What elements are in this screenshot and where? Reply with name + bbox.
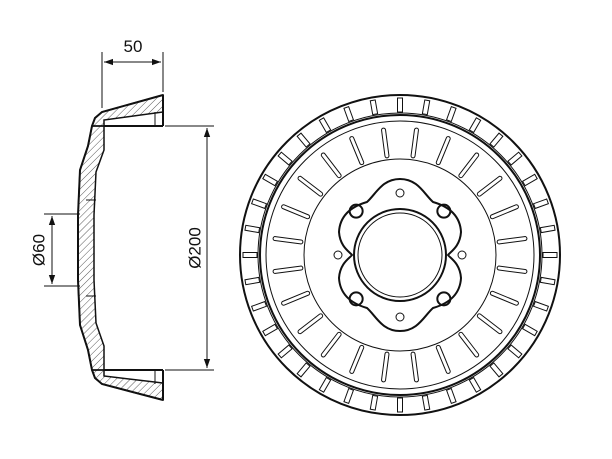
outer-slot <box>397 397 403 413</box>
cooling-fin <box>496 265 528 274</box>
cooling-fin <box>272 265 304 274</box>
outer-slot <box>242 252 258 258</box>
outer-slot <box>489 362 504 378</box>
cooling-fin <box>458 152 480 179</box>
locator-holes <box>333 188 467 322</box>
cooling-fin <box>281 290 311 306</box>
bolt-hole <box>436 203 452 219</box>
outer-slot <box>521 323 538 337</box>
bolt-hole <box>348 203 364 219</box>
outer-slot <box>445 387 457 405</box>
drum-inner-rim-circle <box>259 114 541 396</box>
outer-dimension-label: Ø200 <box>185 227 204 269</box>
outer-slot <box>542 252 558 258</box>
locator-hole <box>333 250 343 260</box>
cooling-fin <box>435 136 451 166</box>
outer-slot <box>539 224 556 234</box>
cooling-fin <box>476 313 503 335</box>
center-bore-chamfer <box>357 212 443 298</box>
cooling-fin <box>496 236 528 245</box>
outer-slot <box>343 387 355 405</box>
outer-slot <box>250 198 268 210</box>
side-section-view: 50 Ø60 Ø200 <box>29 37 214 401</box>
inner-fin-ring <box>272 127 528 383</box>
cooling-fin <box>489 290 519 306</box>
outer-slot <box>507 344 523 359</box>
cooling-fin <box>297 313 324 335</box>
outer-slot <box>296 132 311 148</box>
outer-slot <box>421 394 431 411</box>
outer-slot <box>318 117 332 134</box>
outer-slot <box>369 99 379 116</box>
outer-slot <box>539 276 556 286</box>
cooling-fin <box>410 351 419 383</box>
cooling-fin <box>281 204 311 220</box>
outer-slot <box>445 105 457 123</box>
drum-slot-outer-ring <box>257 112 543 398</box>
outer-slot <box>244 224 261 234</box>
cooling-fin <box>410 127 419 159</box>
locator-hole <box>395 188 405 198</box>
outer-slot <box>277 344 293 359</box>
locator-hole <box>457 250 467 260</box>
fin-base-circle <box>303 158 497 352</box>
bore-dimension-label: Ø60 <box>29 234 48 266</box>
drum-inner-rim-circle-2 <box>265 120 535 390</box>
outer-slot <box>296 362 311 378</box>
front-face-view <box>239 94 561 416</box>
outer-slot <box>244 276 261 286</box>
width-dimension-label: 50 <box>124 37 143 56</box>
bolt-hole <box>436 291 452 307</box>
outer-slot <box>507 151 523 166</box>
outer-slot <box>521 173 538 187</box>
cooling-fin <box>476 175 503 197</box>
cooling-fin <box>458 331 480 358</box>
cooling-fin <box>272 236 304 245</box>
cooling-fin <box>349 136 365 166</box>
outer-slot <box>277 151 293 166</box>
outer-slot <box>262 323 279 337</box>
cooling-fin <box>349 344 365 374</box>
cooling-fin <box>381 351 390 383</box>
cooling-fin <box>381 127 390 159</box>
outer-slot <box>369 394 379 411</box>
locator-hole <box>395 312 405 322</box>
outer-slot-ring <box>242 97 558 413</box>
outer-slot <box>318 376 332 393</box>
outer-slot <box>468 376 482 393</box>
outer-slot <box>468 117 482 134</box>
cooling-fin <box>320 152 342 179</box>
outer-slot <box>532 300 550 312</box>
outer-slot <box>421 99 431 116</box>
outer-slot <box>532 198 550 210</box>
wheel-bolt-holes <box>348 203 452 307</box>
cooling-fin <box>320 331 342 358</box>
outer-slot <box>489 132 504 148</box>
outer-slot <box>250 300 268 312</box>
cooling-fin <box>435 344 451 374</box>
bolt-hole <box>348 291 364 307</box>
drum-wall-top-hatch <box>90 94 164 127</box>
outer-slot <box>397 97 403 113</box>
cooling-fin <box>489 204 519 220</box>
center-bore-circle <box>353 208 447 302</box>
outer-slot <box>262 173 279 187</box>
drum-outer-circle <box>239 94 561 416</box>
cooling-fin <box>297 175 324 197</box>
outer-slot <box>343 105 355 123</box>
hub-plate <box>337 177 463 333</box>
